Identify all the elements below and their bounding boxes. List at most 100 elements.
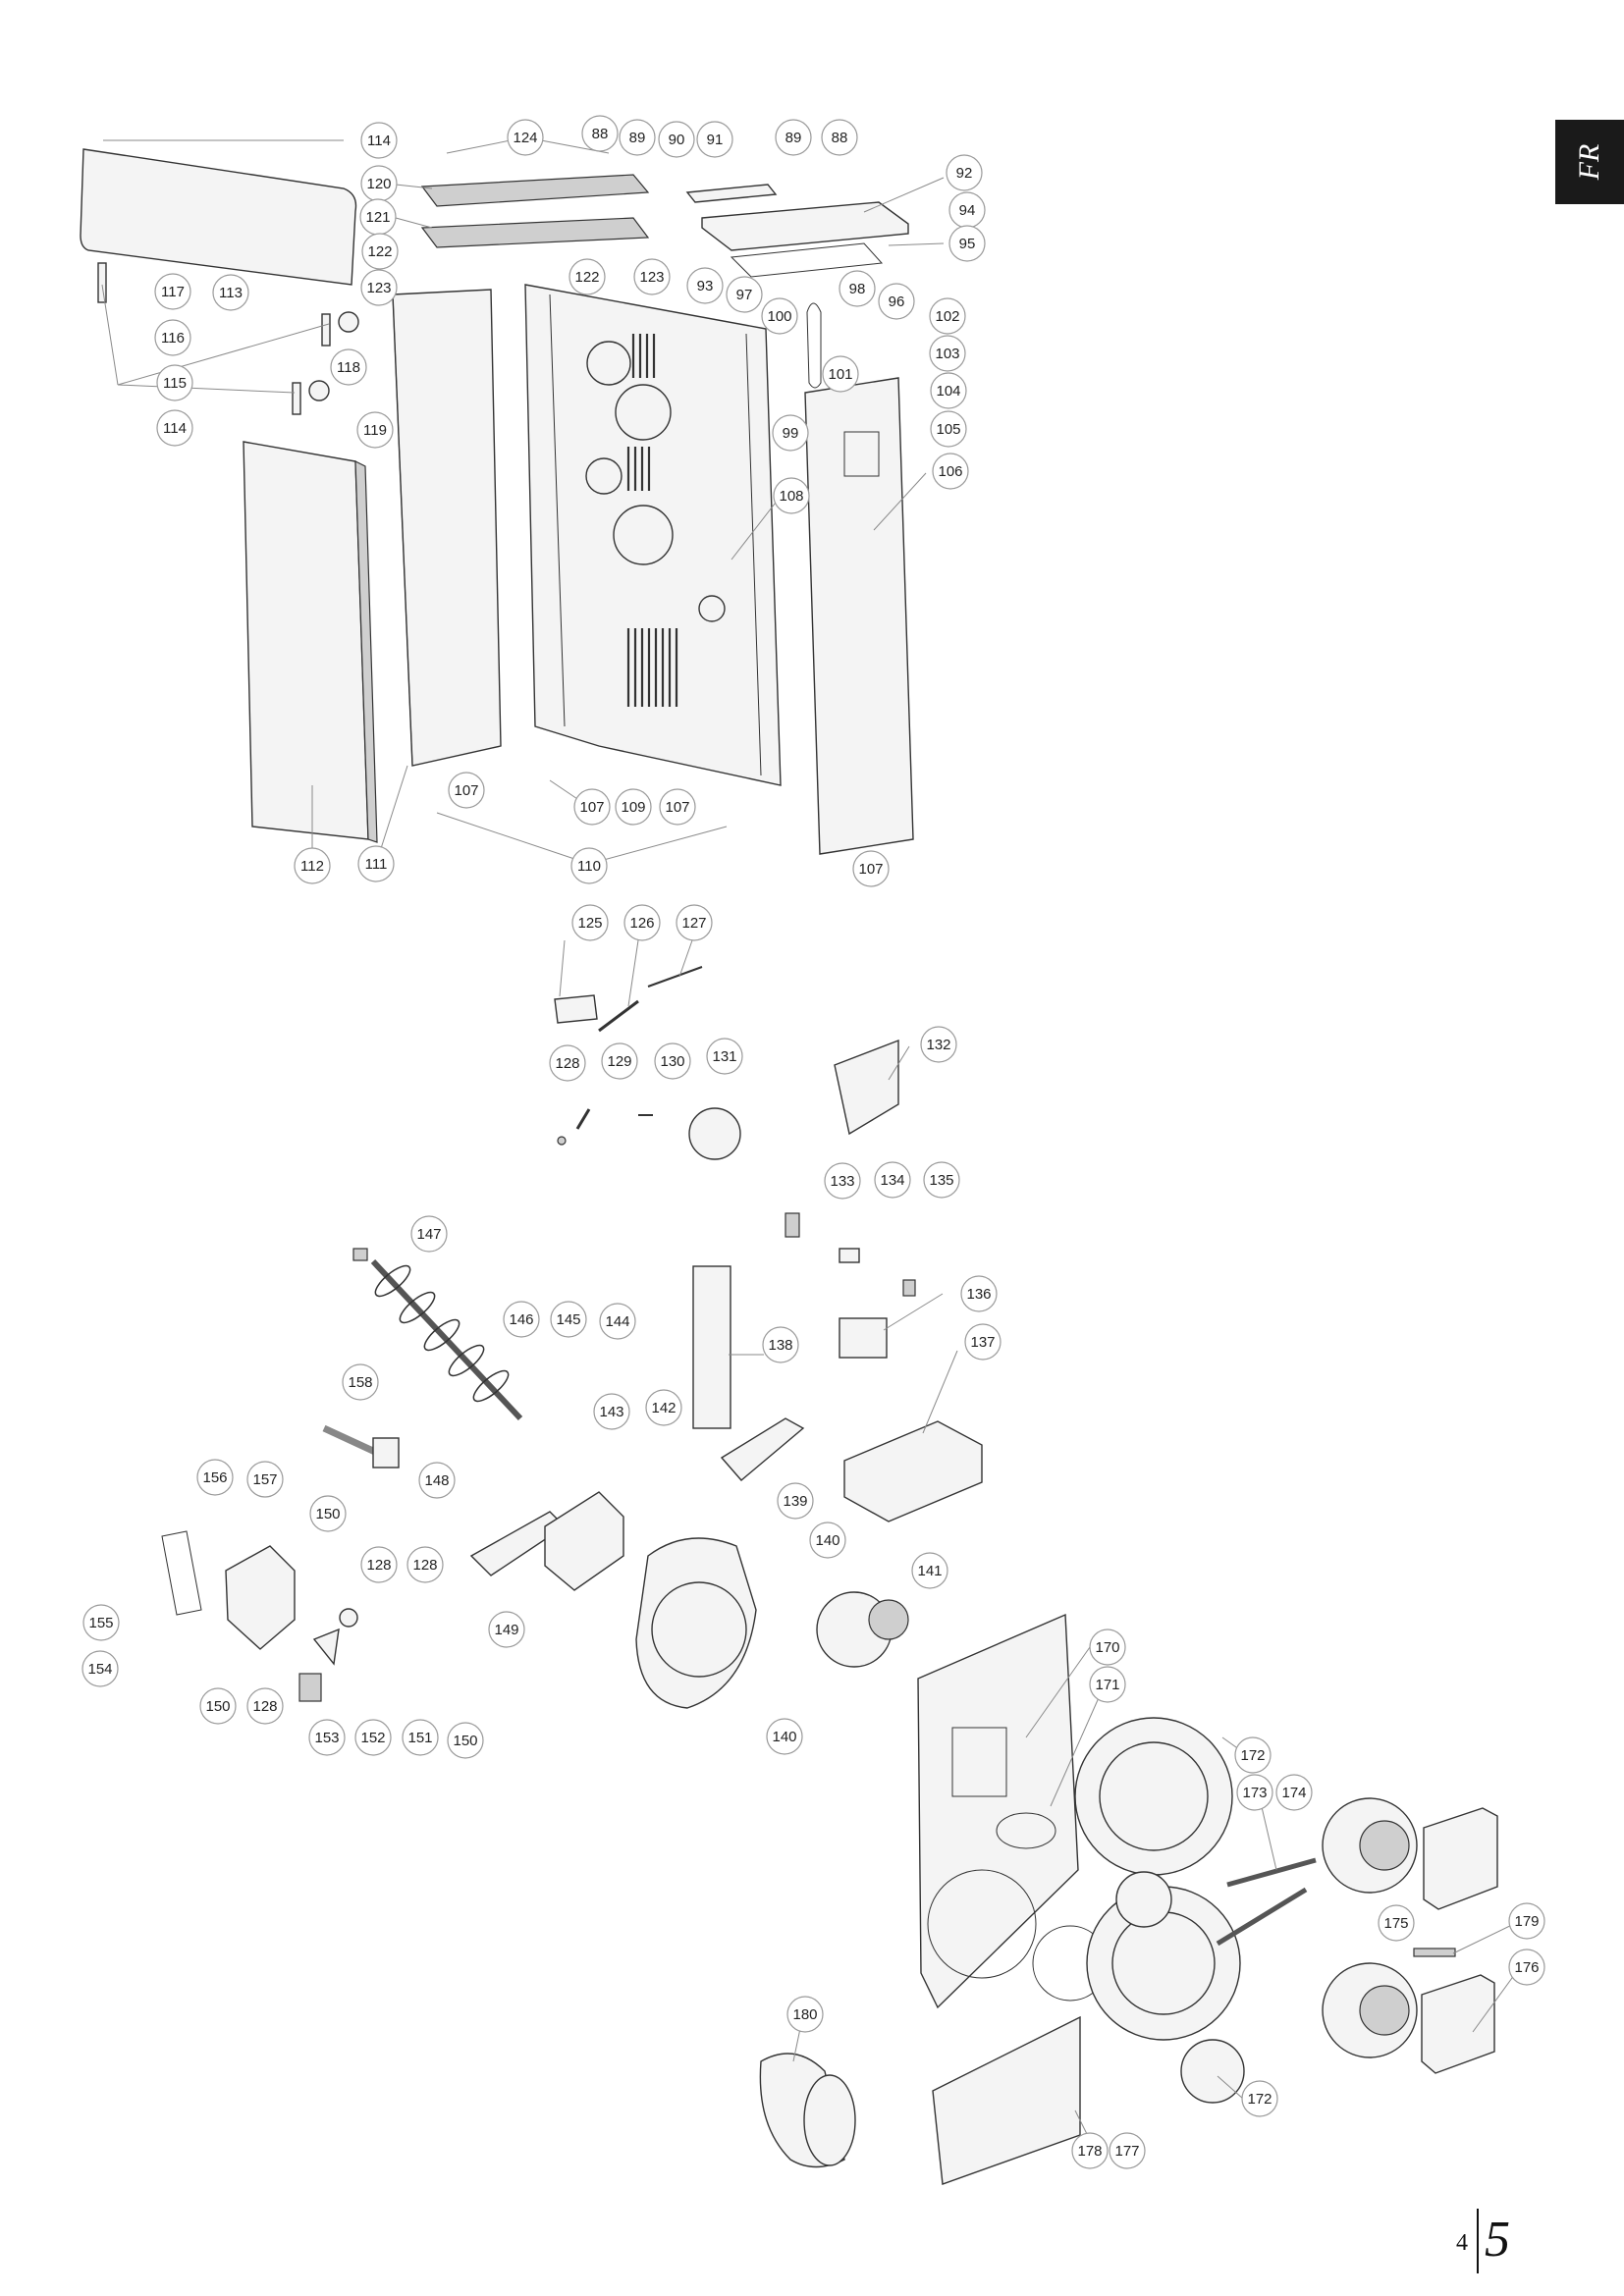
callout-label: 94 — [959, 202, 976, 219]
part-auger — [370, 1258, 523, 1421]
callout-label: 153 — [314, 1730, 339, 1746]
callout-157: 157 — [246, 1461, 284, 1498]
callout-114: 114 — [156, 409, 193, 447]
callout-129: 129 — [601, 1042, 638, 1080]
callout-110: 110 — [570, 847, 608, 884]
callout-label: 107 — [454, 782, 478, 799]
part-top-lid — [701, 201, 909, 251]
callout-label: 117 — [161, 284, 185, 300]
callout-label: 141 — [917, 1563, 942, 1579]
callout-123: 123 — [633, 258, 671, 295]
callout-label: 107 — [579, 799, 604, 816]
callout-label: 176 — [1514, 1959, 1539, 1976]
part-gear-motor — [225, 1545, 296, 1650]
callout-140: 140 — [766, 1718, 803, 1755]
page-number-right: 5 — [1485, 2212, 1510, 2268]
callout-113: 113 — [212, 274, 249, 311]
callout-107: 107 — [659, 788, 696, 826]
callout-174: 174 — [1275, 1774, 1313, 1811]
callout-148: 148 — [418, 1462, 456, 1499]
callout-label: 123 — [366, 280, 391, 296]
callout-88: 88 — [821, 119, 858, 156]
callout-label: 143 — [599, 1404, 623, 1420]
callout-label: 122 — [367, 243, 392, 260]
callout-label: 148 — [424, 1472, 449, 1489]
callout-label: 149 — [494, 1622, 518, 1638]
part-bar-179 — [1413, 1948, 1456, 1957]
callout-label: 150 — [315, 1506, 340, 1522]
callout-130: 130 — [654, 1042, 691, 1080]
callout-label: 174 — [1281, 1785, 1306, 1801]
part-sensor-135 — [902, 1279, 916, 1297]
callout-label: 173 — [1242, 1785, 1267, 1801]
callout-143: 143 — [593, 1393, 630, 1430]
callout-100: 100 — [761, 297, 798, 335]
callout-label: 95 — [959, 236, 976, 252]
callout-150: 150 — [199, 1687, 237, 1725]
callout-label: 139 — [783, 1493, 807, 1510]
callout-121: 121 — [359, 198, 397, 236]
callout-label: 127 — [681, 915, 706, 932]
callout-123: 123 — [360, 269, 398, 306]
callout-label: 140 — [772, 1729, 796, 1745]
callout-88: 88 — [581, 115, 619, 152]
callout-label: 128 — [555, 1055, 579, 1072]
callout-146: 146 — [503, 1301, 540, 1338]
callout-label: 178 — [1077, 2143, 1102, 2160]
callout-131: 131 — [706, 1038, 743, 1075]
callout-144: 144 — [599, 1303, 636, 1340]
callout-106: 106 — [932, 453, 969, 490]
part-filter-box-lower — [1421, 1974, 1495, 2074]
callout-label: 116 — [161, 330, 185, 347]
leader-lines — [101, 136, 1521, 2151]
callout-177: 177 — [1109, 2132, 1146, 2169]
callout-label: 124 — [513, 130, 537, 146]
page-number-left: 4 — [1456, 2230, 1468, 2256]
callout-label: 99 — [783, 425, 799, 442]
callout-label: 177 — [1114, 2143, 1139, 2160]
callout-127: 127 — [676, 904, 713, 941]
part-handle — [806, 302, 822, 389]
callout-142: 142 — [645, 1389, 682, 1426]
callout-107: 107 — [573, 788, 611, 826]
callout-label: 147 — [416, 1226, 441, 1243]
callout-label: 89 — [629, 130, 646, 146]
callout-179: 179 — [1508, 1902, 1545, 1940]
callout-label: 142 — [651, 1400, 676, 1416]
callout-172: 172 — [1241, 2080, 1278, 2117]
callout-97: 97 — [726, 276, 763, 313]
part-ring-131 — [688, 1107, 741, 1160]
callout-124: 124 — [507, 119, 544, 156]
callout-label: 109 — [621, 799, 645, 816]
callout-107: 107 — [852, 850, 890, 887]
part-side-panel-left-edge — [354, 460, 378, 843]
callout-label: 129 — [607, 1053, 631, 1070]
part-control-box — [843, 1420, 983, 1522]
callout-107: 107 — [448, 772, 485, 809]
callout-101: 101 — [822, 355, 859, 393]
callout-label: 138 — [768, 1337, 792, 1354]
callout-147: 147 — [410, 1215, 448, 1253]
callout-150: 150 — [447, 1722, 484, 1759]
part-side-panel-right — [804, 377, 914, 855]
callout-label: 114 — [367, 133, 391, 149]
callout-175: 175 — [1378, 1904, 1415, 1942]
callout-label: 96 — [889, 294, 905, 310]
callout-label: 137 — [970, 1334, 995, 1351]
callout-label: 118 — [337, 359, 360, 376]
callout-label: 121 — [365, 209, 390, 226]
callout-126: 126 — [623, 904, 661, 941]
callout-label: 156 — [202, 1469, 227, 1486]
callout-label: 105 — [936, 421, 960, 438]
callout-125: 125 — [571, 904, 609, 941]
part-top-panel — [80, 148, 357, 286]
callout-label: 136 — [966, 1286, 991, 1303]
callout-132: 132 — [920, 1026, 957, 1063]
callout-label: 172 — [1240, 1747, 1265, 1764]
callout-label: 145 — [556, 1311, 580, 1328]
part-block-133 — [785, 1212, 800, 1238]
callout-label: 111 — [365, 856, 388, 873]
callout-117: 117 — [154, 273, 191, 310]
page-number-divider — [1477, 2209, 1479, 2273]
callout-label: 150 — [205, 1698, 230, 1715]
